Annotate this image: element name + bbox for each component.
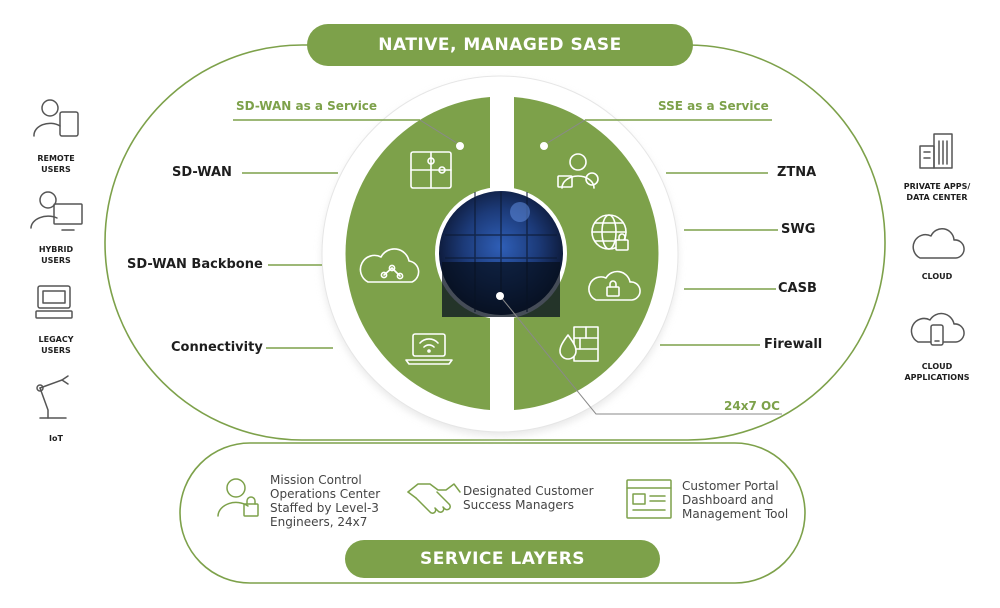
header-banner [307,24,693,66]
mission-control-text: Mission Control Operations Center Staffe… [270,473,381,529]
dashboard-icon [626,479,672,519]
center-pointer [499,295,782,415]
left-title-pointer [419,119,461,146]
customer-portal-text: Customer Portal Dashboard and Management… [682,479,789,521]
private-apps-label: PRIVATE APPS/ DATA CENTER [903,182,971,202]
header-title: NATIVE, MANAGED SASE [378,35,622,55]
robot-arm-icon [36,375,69,419]
legacy-users-label: LEGACY USERS [38,335,74,355]
swg-label: SWG [781,222,816,237]
remote-users-label: REMOTE USERS [37,154,75,174]
ztna-label: ZTNA [777,165,817,180]
globe-lock-icon [591,214,629,251]
casb-label: CASB [778,281,817,296]
sdwan-half [345,97,490,410]
firewall-label: Firewall [764,337,823,352]
sdwan-label: SD-WAN [172,165,232,180]
sdwan-service-title: SD-WAN as a Service [236,99,378,113]
footer-title: SERVICE LAYERS [419,549,586,569]
iot-label: IoT [49,434,63,443]
cloud-applications-label: CLOUD APPLICATIONS [904,362,970,382]
cloud-phone-icon [910,312,965,346]
cloud-network-icon [359,248,420,283]
buildings-icon [919,133,953,169]
footer-banner [345,540,660,578]
user-lock-icon [557,153,599,189]
laptop-wifi-icon [405,333,453,365]
hybrid-users-label: HYBRID USERS [38,245,74,265]
cloud-lock-icon [588,270,641,301]
person-laptop-icon [33,99,79,137]
success-managers-text: Designated Customer Success Managers [463,484,594,512]
handshake-icon [407,483,461,514]
cloud-label: CLOUD [921,272,953,281]
sse-service-title: SSE as a Service [658,99,769,113]
noc-label: 24x7 OC [724,399,780,413]
person-desktop-icon [30,191,83,231]
service-track [179,442,806,584]
firewall-icon [559,326,599,362]
sse-half [514,97,659,410]
cloud-icon [912,228,965,259]
person-lock-icon [217,478,259,517]
computer-icon [35,285,73,319]
puzzle-icon [410,151,452,189]
sdwan-backbone-label: SD-WAN Backbone [127,257,263,272]
connectivity-label: Connectivity [171,340,263,355]
right-title-pointer [543,119,586,146]
